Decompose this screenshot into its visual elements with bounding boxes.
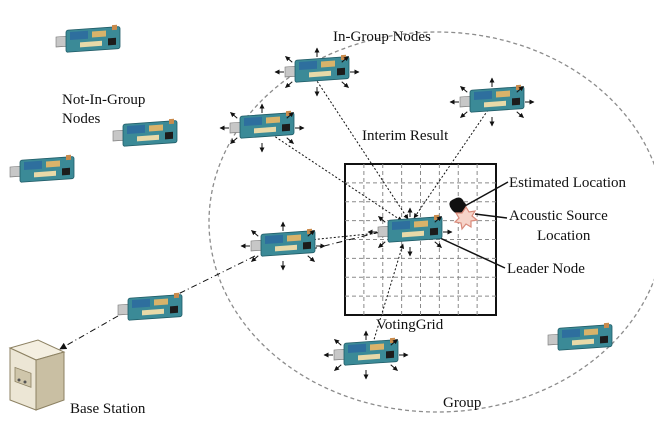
broadcast-arrow [334, 364, 342, 371]
report-path [59, 231, 381, 350]
broadcast-arrow [230, 137, 238, 144]
broadcast-arrow [285, 56, 293, 63]
broadcast-arrow [460, 111, 468, 118]
interim-result-label: Interim Result [362, 128, 449, 144]
sensor-board-icon [229, 110, 295, 139]
broadcast-arrow [307, 255, 315, 262]
estimated-location-marker [449, 197, 467, 214]
sensor-board-icon [117, 292, 183, 321]
group-label: Group [443, 395, 481, 411]
broadcast-arrow [390, 364, 398, 371]
sensor-board-icon [333, 337, 399, 366]
sensor-board-icon [250, 228, 316, 257]
server-tower-icon [8, 339, 66, 411]
broadcast-arrow [251, 230, 259, 237]
broadcast-arrow [341, 81, 349, 88]
acoustic-source-label-line1: Acoustic Source [509, 208, 608, 224]
broadcast-arrow [516, 111, 524, 118]
broadcast-arrow [516, 86, 524, 93]
broadcast-arrow [230, 112, 238, 119]
broadcast-arrow [434, 216, 442, 223]
sensor-board-icon [9, 154, 75, 183]
sensor-board-icon [112, 118, 178, 147]
base-station-label: Base Station [70, 401, 146, 416]
broadcast-arrow [390, 339, 398, 346]
voting-grid-label: VotingGrid [376, 317, 444, 333]
broadcast-arrow [460, 86, 468, 93]
broadcast-arrow [334, 339, 342, 346]
broadcast-arrow [434, 241, 442, 248]
broadcast-arrow [286, 137, 294, 144]
acoustic-source-label-line2: Location [537, 228, 591, 244]
sensor-board-icon [55, 24, 121, 53]
broadcast-arrow [378, 216, 386, 223]
estimated-location-label: Estimated Location [509, 175, 627, 191]
in-group-nodes-label: In-Group Nodes [333, 29, 431, 45]
sensor-board-icon [547, 322, 613, 351]
interim-result-links [261, 77, 489, 344]
broadcast-arrow [286, 112, 294, 119]
broadcast-arrows [219, 47, 535, 380]
not-in-group-nodes-label-line1: Not-In-Group [62, 92, 145, 108]
not-in-group-nodes-label-line2: Nodes [62, 111, 100, 127]
leader-node-label: Leader Node [507, 261, 585, 277]
broadcast-arrow [341, 56, 349, 63]
broadcast-arrow [251, 255, 259, 262]
broadcast-arrow [378, 241, 386, 248]
broadcast-arrow [307, 230, 315, 237]
broadcast-arrow [285, 81, 293, 88]
sensor-board-icon [459, 84, 525, 113]
explosion-star-icon [453, 205, 479, 231]
sensor-board-icon [284, 54, 350, 83]
sensor-nodes [9, 24, 613, 366]
